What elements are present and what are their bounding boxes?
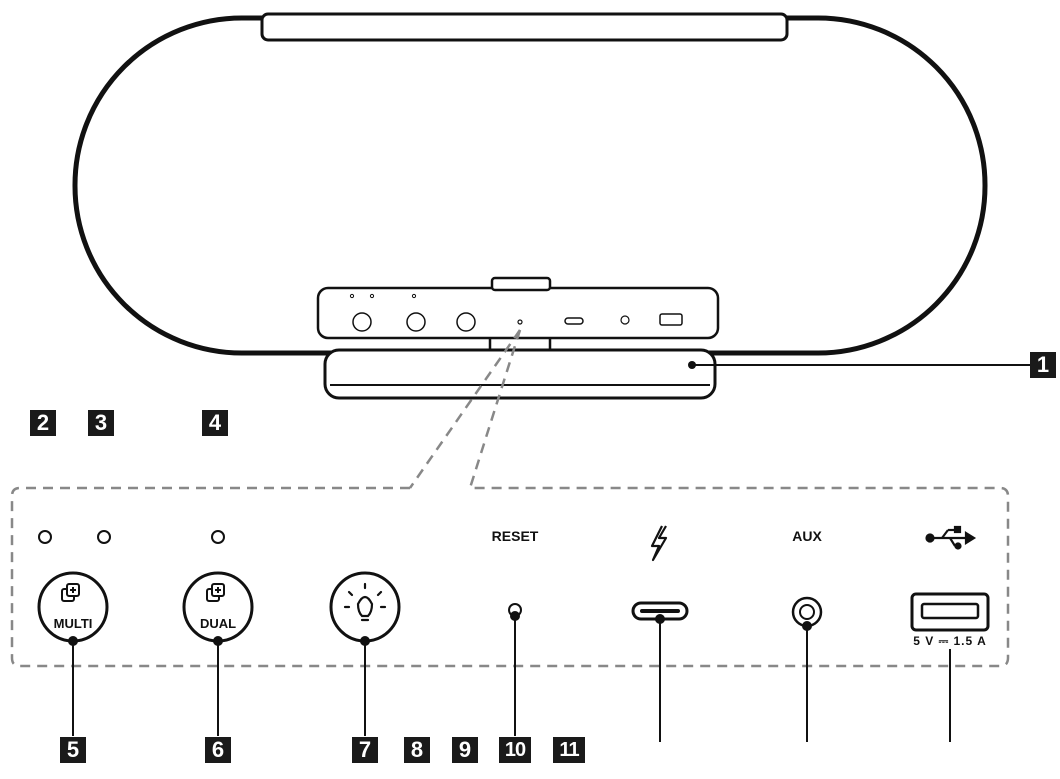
panel-notch [488,338,552,350]
callout-1: 1 [1030,352,1056,378]
aux-jack [791,596,823,628]
lightning-icon [650,525,668,562]
multi-label: MULTI [53,616,93,631]
speaker-stand [323,348,717,400]
light-button-drawing [329,571,401,643]
led-4 [211,530,225,544]
callout-6: 6 [205,737,231,763]
callout-1-dot [688,361,696,369]
callout-4: 4 [202,410,228,436]
callout-7: 7 [352,737,378,763]
callout-5: 5 [60,737,86,763]
speaker-link-icon [61,583,80,602]
callout-10: 10 [499,737,531,763]
dual-label: DUAL [199,616,237,631]
callout-8: 8 [404,737,430,763]
usb-icon [925,525,977,550]
expanded-panel-outline [10,486,1010,668]
led-2 [38,530,52,544]
usb-a-port [910,592,990,632]
usb-rating-label: 5 V ⎓ 1.5 A [904,634,996,649]
speaker-body [72,12,988,356]
callout-9: 9 [452,737,478,763]
reset-label: RESET [491,528,539,544]
callout-3: 3 [88,410,114,436]
light-bulb-icon [343,582,387,622]
callout-2: 2 [30,410,56,436]
aux-label: AUX [792,528,822,544]
callout-11: 11 [553,737,585,763]
zoom-guide-lines [408,329,522,489]
small-rear-panel [316,276,720,340]
led-3 [97,530,111,544]
indicator-leds [38,530,225,544]
